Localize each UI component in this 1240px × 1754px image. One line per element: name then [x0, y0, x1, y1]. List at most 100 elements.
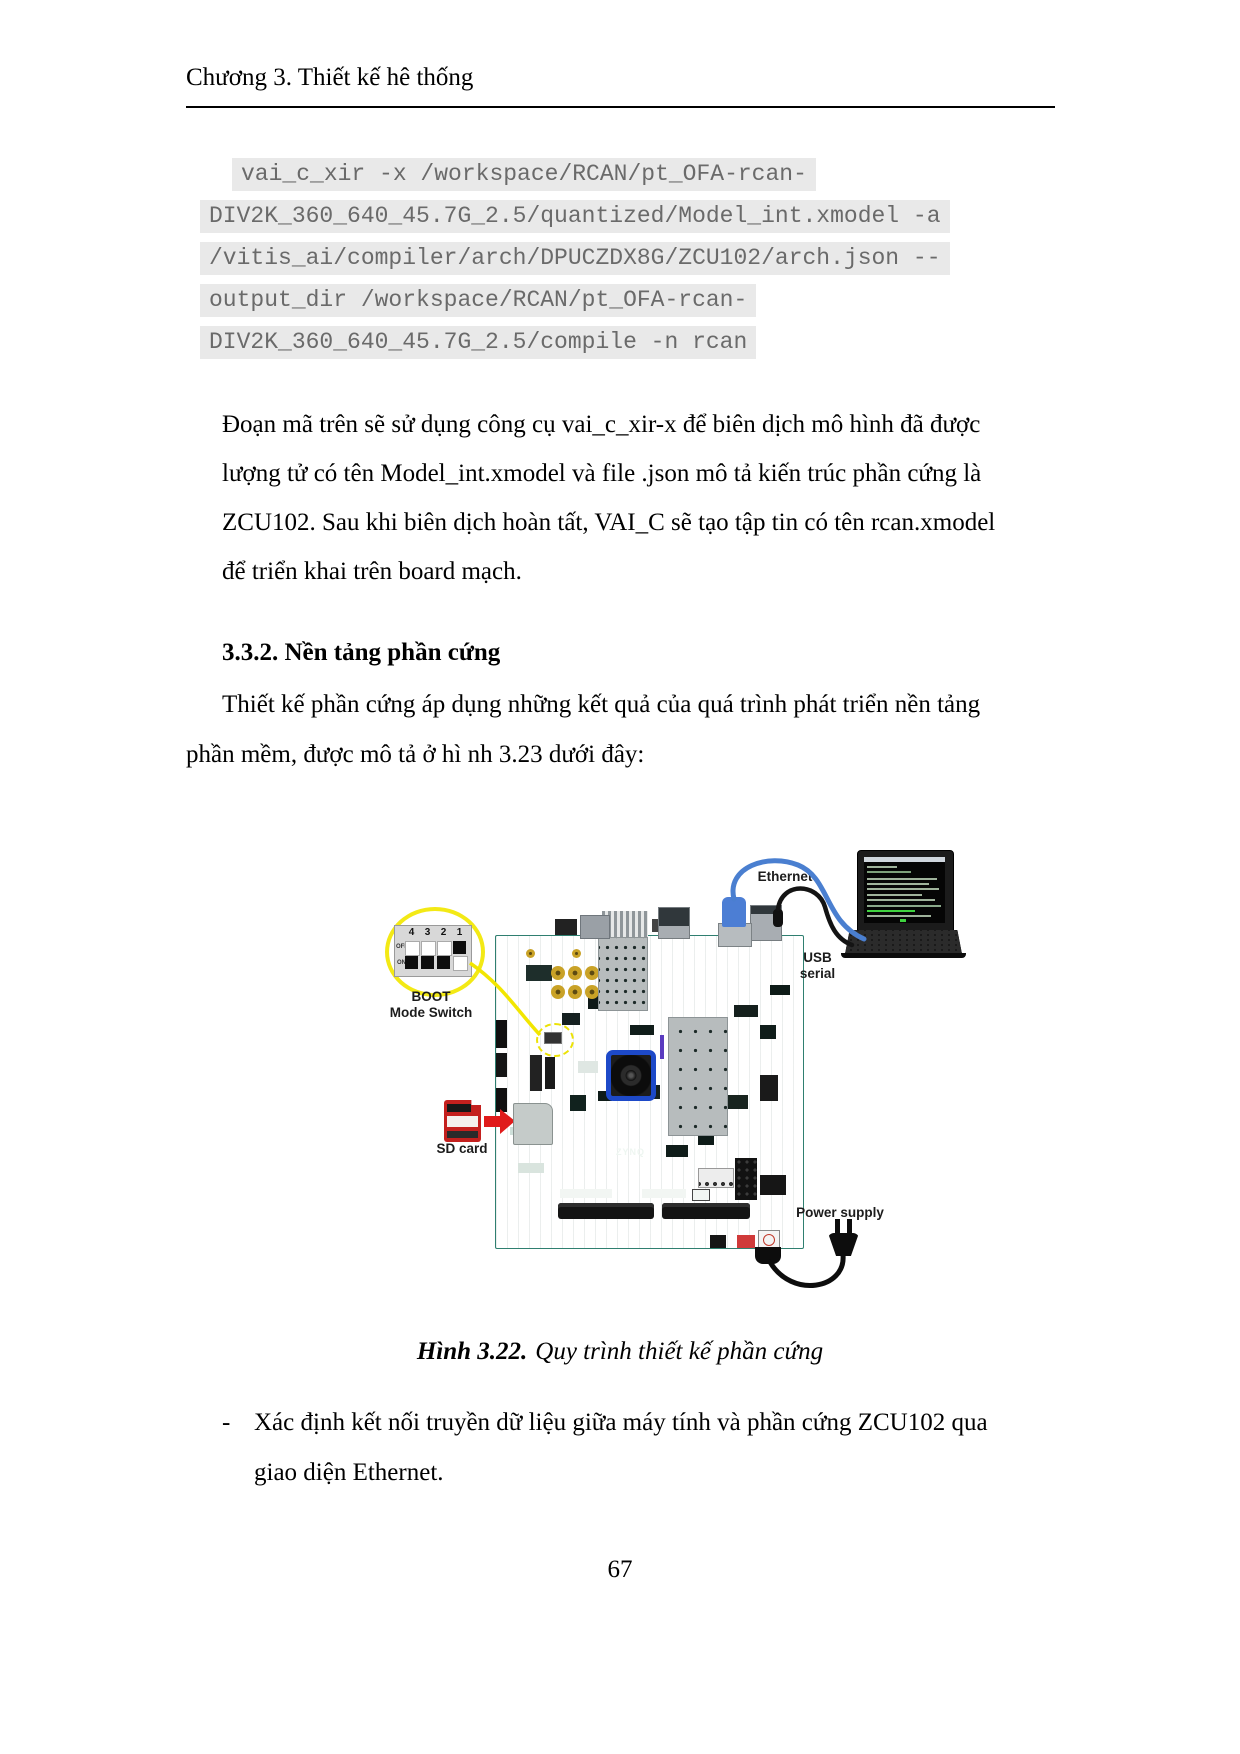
- sd-card: [444, 1100, 481, 1142]
- laptop-keyboard: [845, 930, 962, 954]
- sma-connector: [585, 966, 599, 980]
- figure-caption: Hình 3.22. Quy trình thiết kế phần cứng: [0, 1338, 1240, 1366]
- boot-callout-line: [469, 961, 542, 1037]
- code-line: /vitis_ai/compiler/arch/DPUCZDX8G/ZCU102…: [200, 242, 950, 275]
- sd-arrow-head: [500, 1109, 515, 1134]
- code-line: vai_c_xir -x /workspace/RCAN/pt_OFA-rcan…: [232, 158, 816, 191]
- board-component: [770, 985, 790, 995]
- sma-connector: [551, 985, 565, 999]
- power-plug-icon: [828, 1233, 859, 1256]
- dip-switch-2-on: [437, 956, 450, 969]
- usb-serial-plug: [773, 909, 783, 927]
- paragraph-line: ZCU102. Sau khi biên dịch hoàn tất, VAI_…: [222, 509, 996, 536]
- cables-overlay: [469, 858, 867, 1288]
- board-component: [598, 1091, 612, 1101]
- sd-arrow-shaft: [484, 1116, 500, 1127]
- section-heading: 3.3.2. Nền tảng phần cứng: [222, 639, 501, 666]
- paragraph-line: để triển khai trên board mạch.: [222, 558, 522, 585]
- power-supply-label: Power supply: [796, 1205, 884, 1220]
- page-number: 67: [607, 1556, 633, 1583]
- usb-port-stack: [658, 907, 690, 939]
- ethernet-cable: [730, 858, 867, 942]
- dip-switch-1-down: [453, 956, 468, 971]
- board-component: [734, 1005, 758, 1017]
- sfp-cage: [598, 937, 648, 1011]
- hdmi-port: [580, 915, 610, 939]
- header-rule: [186, 106, 1055, 108]
- board-component: [666, 1145, 688, 1157]
- dip-on-label: ON: [397, 960, 406, 966]
- hardware-figure: ZYNQ 4 3 2 1 OFF ON BOOT Mode Switch: [330, 845, 970, 1345]
- code-line: DIV2K_360_640_45.7G_2.5/compile -n rcan: [200, 326, 757, 359]
- atx-connector: [698, 1168, 734, 1188]
- connector: [555, 919, 577, 935]
- dip-switch-3-on: [421, 956, 434, 969]
- dip-off-label: OFF: [396, 944, 408, 950]
- fmc-slot: [558, 1203, 654, 1219]
- board-component: [760, 1175, 786, 1195]
- mounting-hole: [572, 949, 581, 958]
- sma-connector: [568, 966, 582, 980]
- sd-slot: [513, 1103, 553, 1145]
- dip-switch-4-off: [405, 941, 420, 956]
- label-strip: [692, 1189, 710, 1201]
- rj45-jack: [718, 923, 752, 947]
- wire: [660, 1035, 664, 1059]
- label-strip: [642, 1189, 686, 1198]
- board-component: [526, 965, 552, 981]
- paragraph-code-explain: Đoạn mã trên sẽ sử dụng công cụ vai_c_xi…: [222, 400, 995, 596]
- chapter-header: Chương 3. Thiết kế hê thống: [186, 64, 474, 91]
- bullet-marker: -: [222, 1409, 231, 1436]
- label-strip: [560, 1189, 612, 1198]
- figure-caption-number: Hình 3.22.: [416, 1338, 528, 1365]
- code-line: DIV2K_360_640_45.7G_2.5/quantized/Model_…: [200, 200, 950, 233]
- board-component: [518, 1163, 544, 1173]
- mounting-hole: [526, 949, 535, 958]
- connector: [496, 1020, 507, 1048]
- board-component: [728, 1095, 748, 1109]
- dip-number: 2: [440, 927, 447, 938]
- heatsink-shield: [668, 1017, 728, 1136]
- laptop-screen-bezel: [857, 850, 954, 932]
- dip-number: 4: [408, 927, 415, 938]
- paragraph-line: Thiết kế phần cứng áp dụng những kết quả…: [222, 691, 981, 718]
- usb-label-line1: USB: [803, 950, 832, 965]
- laptop-base: [841, 953, 966, 958]
- boot-label-line1: BOOT: [411, 989, 451, 1004]
- dip-switch-4-on: [405, 956, 418, 969]
- board-component: [760, 1025, 776, 1039]
- power-cable: [767, 1252, 846, 1288]
- cooling-fan: [606, 1050, 656, 1101]
- figure-caption-text: Quy trình thiết kế phần cứng: [535, 1338, 824, 1365]
- sd-card-label: [447, 1116, 478, 1127]
- plug-prong: [835, 1219, 840, 1233]
- board-component: [710, 1235, 726, 1248]
- connector: [496, 1053, 507, 1077]
- board-dip-switch: [544, 1032, 562, 1044]
- code-line: output_dir /workspace/RCAN/pt_OFA-rcan-: [200, 284, 757, 317]
- sma-connector: [551, 966, 565, 980]
- dip-switch-2-off: [437, 941, 452, 956]
- board-component: [562, 1013, 580, 1025]
- board-component: [545, 1057, 555, 1089]
- boot-label-line2: Mode Switch: [389, 1005, 473, 1020]
- paragraph-line: phần mềm, được mô tả ở hì nh 3.23 dưới đ…: [186, 741, 645, 768]
- board-component: [760, 1075, 778, 1101]
- chip-silkscreen-label: ZYNQ: [616, 1147, 646, 1157]
- dip-switch-3-off: [421, 941, 436, 956]
- bullet-line: giao diện Ethernet.: [254, 1459, 444, 1486]
- sd-card-stripe: [447, 1104, 471, 1112]
- ethernet-label: Ethernet: [757, 869, 813, 884]
- sma-connector: [568, 985, 582, 999]
- usb-label-line2: serial: [799, 966, 836, 981]
- laptop-terminal-screen: [864, 857, 945, 923]
- usb-serial-label: USB serial: [785, 950, 850, 982]
- dip-number: 3: [424, 927, 431, 938]
- boot-dip-switch-panel: 4 3 2 1 OFF ON: [394, 925, 472, 977]
- dip-switch-1-up: [453, 941, 466, 954]
- board-component: [698, 1135, 714, 1145]
- boot-switch-callout-ellipse: [385, 907, 485, 997]
- connector: [496, 1088, 507, 1112]
- fmc-slot: [662, 1203, 750, 1219]
